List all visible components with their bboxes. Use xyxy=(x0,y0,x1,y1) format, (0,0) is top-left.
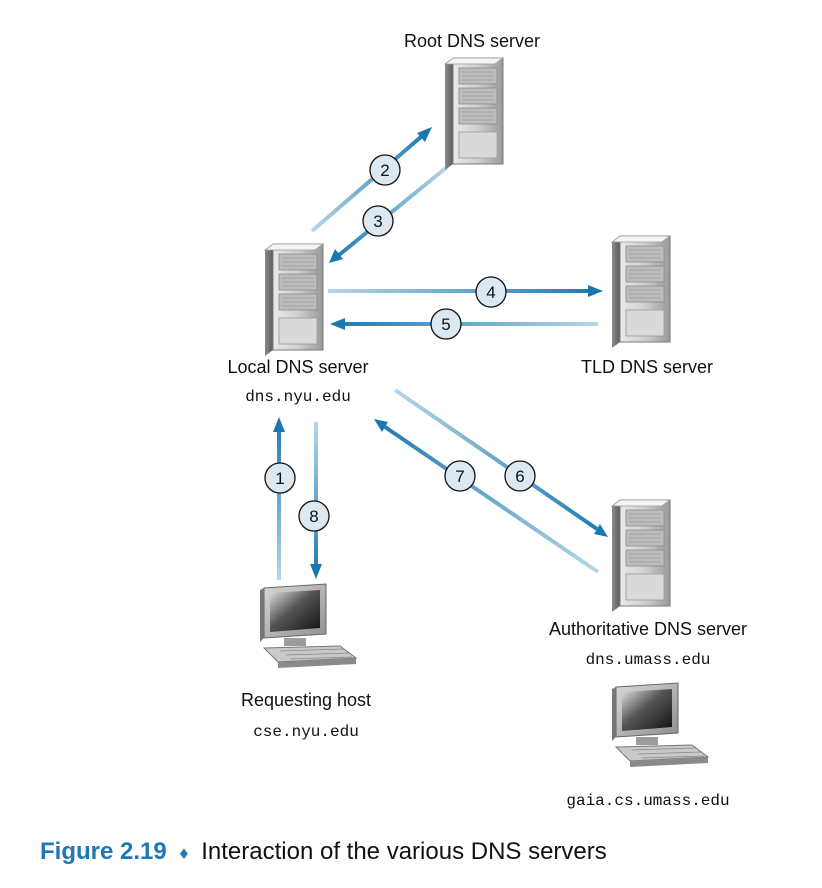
arrow-step-8 xyxy=(310,422,322,579)
step-badge-8: 8 xyxy=(298,500,330,532)
requesting-host-name: cse.nyu.edu xyxy=(253,723,359,741)
tld-server-label: TLD DNS server xyxy=(581,357,713,377)
svg-text:8: 8 xyxy=(309,507,318,526)
caption-bullet: ♦ xyxy=(179,843,189,863)
svg-text:4: 4 xyxy=(486,283,495,302)
auth-server-host: dns.umass.edu xyxy=(586,651,711,669)
local-server-host: dns.nyu.edu xyxy=(245,388,351,406)
step-badge-3: 3 xyxy=(362,205,394,237)
gaia-computer-icon xyxy=(611,682,709,768)
arrow-step-5 xyxy=(330,318,598,330)
step-badge-5: 5 xyxy=(430,308,462,340)
requesting-host-computer-icon xyxy=(259,583,357,669)
local-server-icon xyxy=(264,243,324,357)
auth-server-label: Authoritative DNS server xyxy=(549,619,747,639)
svg-text:7: 7 xyxy=(455,467,464,486)
step-badge-7: 7 xyxy=(444,460,476,492)
tld-server-icon xyxy=(611,235,671,349)
step-badge-4: 4 xyxy=(475,276,507,308)
requesting-host-label: Requesting host xyxy=(241,690,371,710)
auth-server-icon xyxy=(611,499,671,613)
step-badge-6: 6 xyxy=(504,460,536,492)
arrow-step-4 xyxy=(328,285,603,297)
figure-caption: Figure 2.19 ♦ Interaction of the various… xyxy=(40,838,607,866)
root-server-icon xyxy=(444,57,504,171)
svg-text:3: 3 xyxy=(373,212,382,231)
arrow-step-2 xyxy=(310,127,432,233)
step-badge-2: 2 xyxy=(369,154,401,186)
svg-text:5: 5 xyxy=(441,315,450,334)
step-badge-1: 1 xyxy=(264,462,296,494)
svg-text:6: 6 xyxy=(515,467,524,486)
arrow-step-6 xyxy=(393,388,608,537)
figure-number: Figure 2.19 xyxy=(40,838,167,865)
arrow-step-1 xyxy=(273,417,285,580)
svg-text:1: 1 xyxy=(275,469,284,488)
root-server-label: Root DNS server xyxy=(404,31,540,51)
caption-text: Interaction of the various DNS servers xyxy=(201,838,607,865)
arrow-step-7 xyxy=(374,419,600,574)
local-server-label: Local DNS server xyxy=(227,357,368,377)
gaia-host-name: gaia.cs.umass.edu xyxy=(566,792,729,810)
arrow-step-3 xyxy=(329,165,449,263)
svg-text:2: 2 xyxy=(380,161,389,180)
